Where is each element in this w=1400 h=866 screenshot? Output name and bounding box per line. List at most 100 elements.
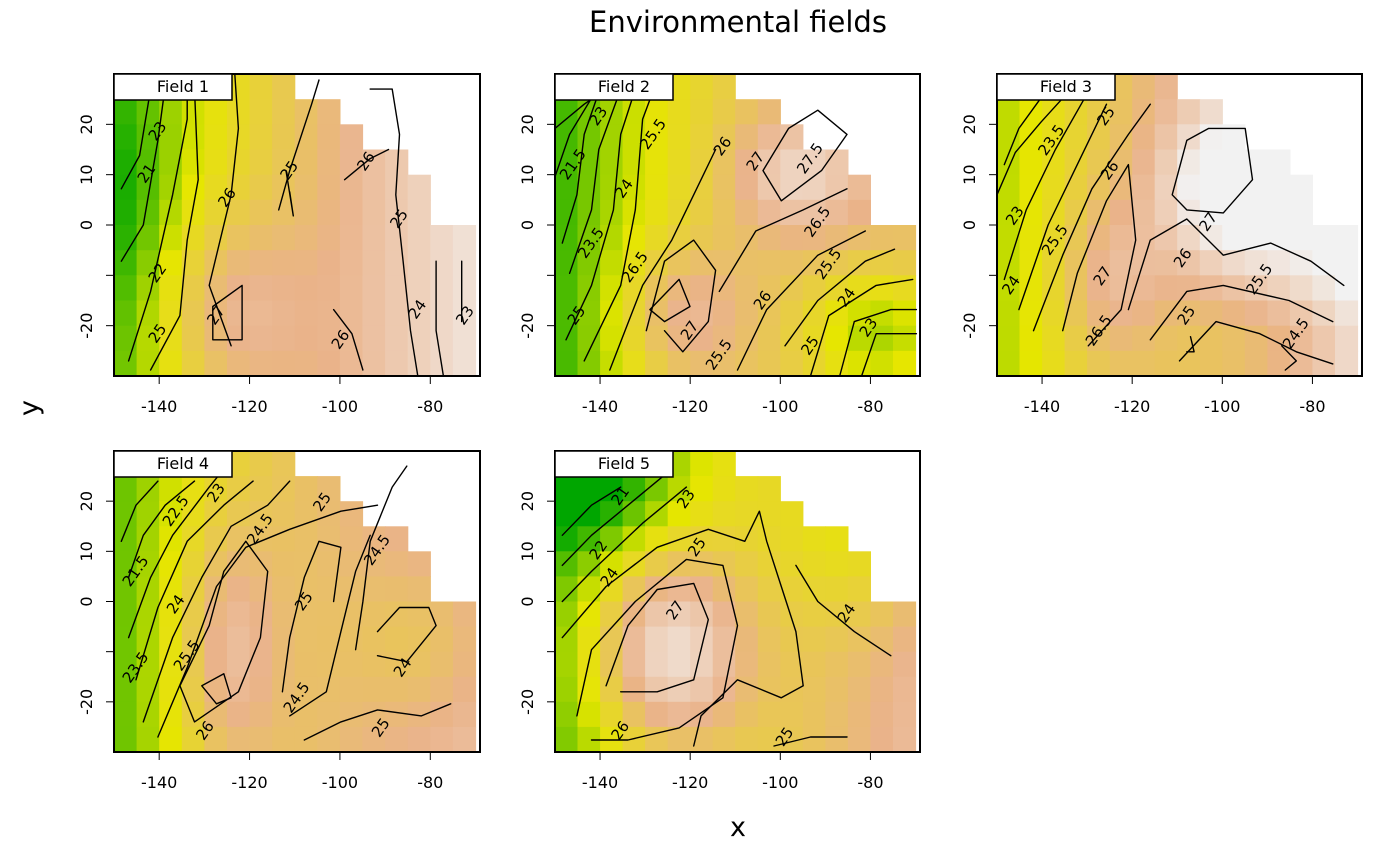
heatmap-cell [1244, 325, 1268, 352]
heatmap-cell [690, 526, 714, 552]
heatmap-cell [645, 199, 669, 226]
heatmap-cell [847, 701, 871, 728]
heatmap-cell [362, 626, 386, 653]
heatmap-cell [847, 551, 871, 577]
heatmap-cell [227, 149, 251, 176]
contour-line [561, 474, 666, 567]
heatmap-cell [407, 225, 431, 251]
heatmap-cell [690, 476, 714, 502]
heatmap-cell [1132, 199, 1156, 226]
heatmap-cell [294, 250, 318, 276]
heatmap-cell [159, 225, 183, 251]
heatmap-cell [645, 476, 669, 502]
heatmap-cell [227, 199, 251, 226]
heatmap-cell [577, 501, 601, 527]
heatmap-cells [555, 451, 917, 753]
heatmap-cell [577, 300, 601, 327]
heatmap-cell [159, 124, 183, 151]
heatmap-cell [385, 676, 409, 703]
x-tick-label: -80 [417, 397, 443, 416]
heatmap-cell [294, 325, 318, 352]
contour-line [1018, 103, 1108, 311]
contour-line [996, 97, 1064, 196]
heatmap-cell [690, 651, 714, 678]
heatmap-cell [825, 726, 849, 753]
heatmap-cell [227, 701, 251, 728]
heatmap-cell [227, 501, 251, 527]
heatmap-cell [1109, 99, 1133, 125]
heatmap-cell [712, 626, 736, 653]
heatmap-cell [249, 601, 273, 628]
heatmap-cell [667, 601, 691, 628]
y-tick-label: 10 [960, 164, 979, 184]
heatmap-cell [622, 526, 646, 552]
heatmap-cell [362, 350, 386, 377]
heatmap-cell [136, 199, 160, 226]
heatmap-cell [1267, 199, 1291, 226]
heatmap-cell [802, 726, 826, 753]
heatmap-cell [577, 651, 601, 678]
heatmap-cell [159, 601, 183, 628]
heatmap-cell [780, 199, 804, 226]
heatmap-cell [181, 576, 205, 603]
heatmap-cell [600, 576, 624, 603]
heatmap-cell [802, 651, 826, 678]
heatmap-cell [1267, 250, 1291, 276]
x-axis: -140-120-100-80 [141, 376, 443, 416]
heatmap-cell [893, 300, 917, 327]
heatmap-cell [555, 476, 579, 502]
heatmap-cell [1267, 275, 1291, 302]
y-tick-label: 0 [77, 596, 96, 606]
heatmap-cell [757, 325, 781, 352]
heatmap-cell [847, 601, 871, 628]
heatmap-cell [802, 601, 826, 628]
heatmap-cell [272, 676, 296, 703]
heatmap-cell [712, 451, 736, 477]
heatmap-cell [272, 149, 296, 176]
heatmap-cell [114, 726, 138, 753]
heatmap-cell [1289, 225, 1313, 251]
heatmap-cell [735, 551, 759, 577]
heatmap-cell [577, 149, 601, 176]
heatmap-cell [249, 300, 273, 327]
heatmap-cell [802, 676, 826, 703]
heatmap-cell [317, 626, 341, 653]
heatmap-cell [997, 325, 1021, 352]
heatmap-cell [227, 476, 251, 502]
heatmap-cell [690, 199, 714, 226]
contour-line [609, 148, 717, 371]
heatmap-cell [430, 275, 454, 302]
heatmap-cell [136, 526, 160, 552]
heatmap-cell [780, 726, 804, 753]
x-tick-label: -80 [857, 397, 883, 416]
heatmap-cell [600, 476, 624, 502]
heatmap-cell [385, 601, 409, 628]
heatmap-cell [1199, 174, 1223, 201]
heatmap-cell [294, 174, 318, 201]
heatmap-cell [555, 626, 579, 653]
heatmap-cell [136, 149, 160, 176]
heatmap-cell [1154, 300, 1178, 327]
y-tick-label: -20 [77, 689, 96, 715]
x-tick-label: -140 [141, 397, 177, 416]
heatmap-cell [690, 74, 714, 100]
heatmap-cell [825, 651, 849, 678]
heatmap-cell [1335, 225, 1359, 251]
heatmap-cell [114, 526, 138, 552]
x-axis-label: x [730, 812, 746, 843]
heatmap-cell [362, 250, 386, 276]
heatmap-cell [362, 601, 386, 628]
heatmap-cell [136, 476, 160, 502]
heatmap-cell [1019, 199, 1043, 226]
heatmap-cell [317, 701, 341, 728]
heatmap-cell [645, 726, 669, 753]
x-tick-label: -100 [762, 773, 798, 792]
contour-line [343, 148, 390, 181]
heatmap-cell [227, 250, 251, 276]
y-axis-label: y [14, 400, 45, 416]
heatmap-cell [893, 325, 917, 352]
heatmap-cell [600, 300, 624, 327]
heatmap-cell [452, 250, 477, 276]
heatmap-cell [735, 300, 759, 327]
